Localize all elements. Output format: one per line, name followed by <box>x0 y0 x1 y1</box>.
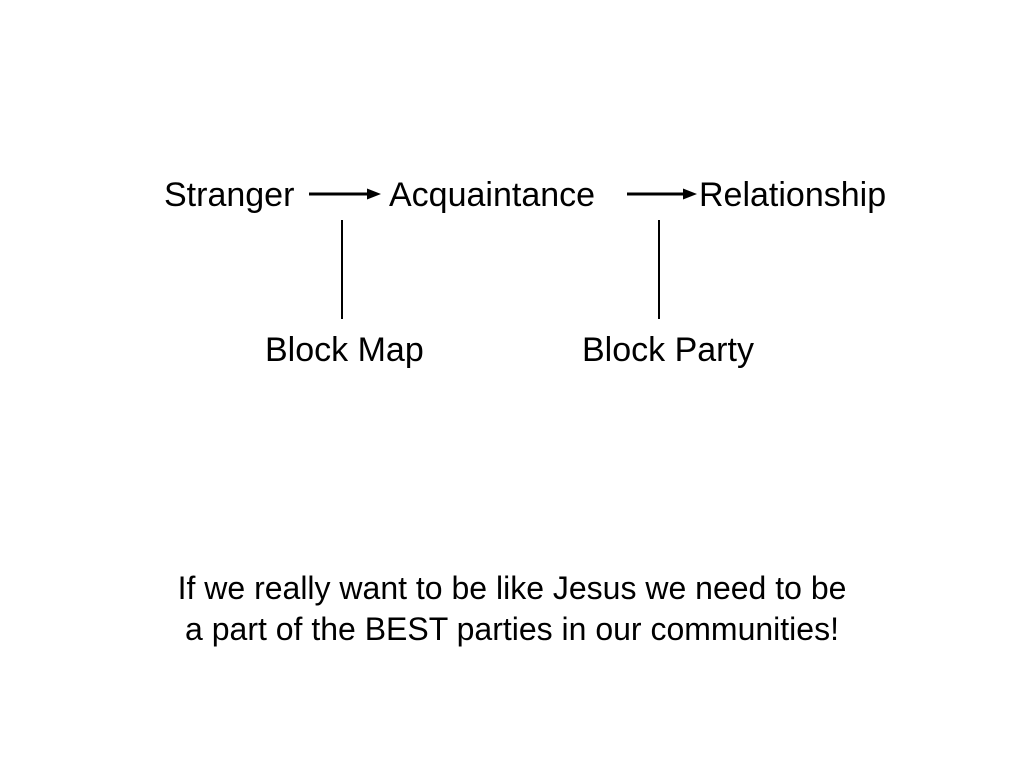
diagram-node-block-party: Block Party <box>582 331 754 369</box>
diagram-node-stranger: Stranger <box>164 176 295 214</box>
caption-block: If we really want to be like Jesus we ne… <box>0 568 1024 650</box>
arrow-right-icon-acquaintance-to-relationship <box>627 188 697 200</box>
arrow-right-icon-stranger-to-acquaintance <box>309 188 381 200</box>
caption-line-2: a part of the BEST parties in our commun… <box>185 611 839 647</box>
connector-line-relationship-to-block-party <box>658 220 660 319</box>
diagram-node-acquaintance: Acquaintance <box>389 176 596 214</box>
diagram-node-block-map: Block Map <box>265 331 424 369</box>
diagram-node-relationship: Relationship <box>699 176 887 214</box>
connector-line-acquaintance-to-block-map <box>341 220 343 319</box>
caption-line-1: If we really want to be like Jesus we ne… <box>177 570 847 606</box>
